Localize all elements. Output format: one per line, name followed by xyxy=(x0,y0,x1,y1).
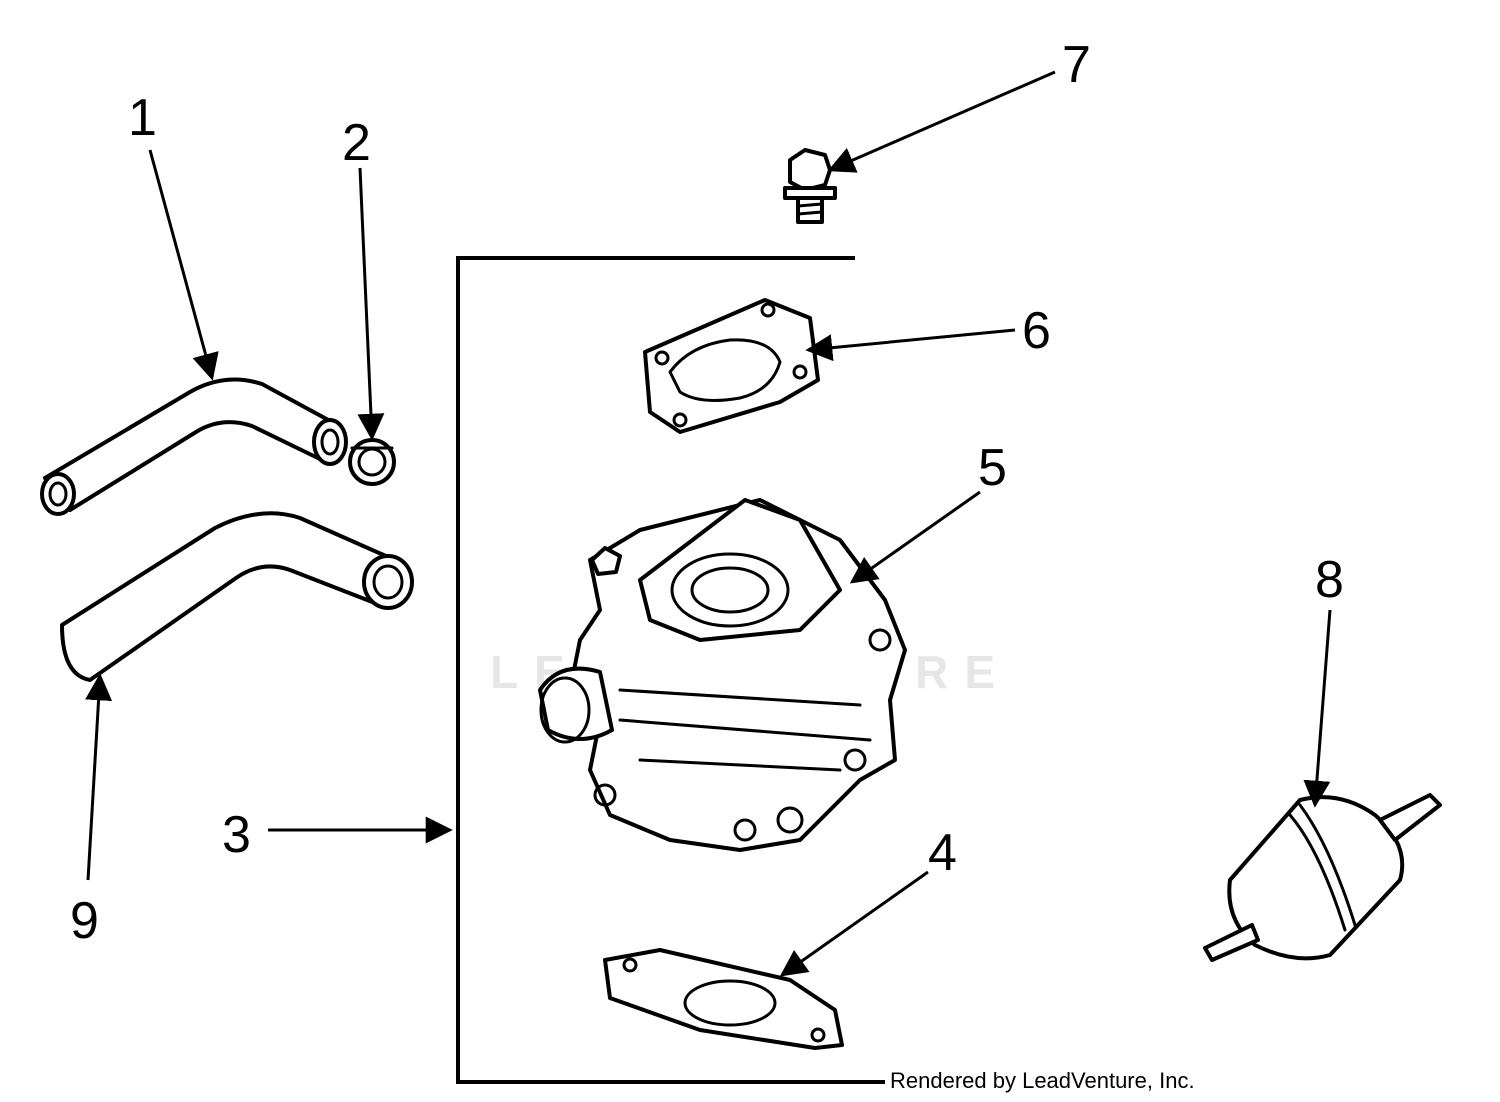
part-2-hose-clamp xyxy=(348,438,396,486)
part-5-carburetor xyxy=(538,498,907,852)
leader-7 xyxy=(827,70,1056,173)
part-4-lower-gasket xyxy=(603,948,844,1050)
leader-1 xyxy=(148,149,219,381)
callout-4: 4 xyxy=(928,824,957,882)
leader-4 xyxy=(779,870,929,977)
callout-2: 2 xyxy=(342,114,371,172)
callout-9: 9 xyxy=(70,892,99,950)
part-1-fuel-hose xyxy=(40,377,348,516)
callout-1: 1 xyxy=(128,89,157,147)
callout-3: 3 xyxy=(222,806,251,864)
render-credit: Rendered by LeadVenture, Inc. xyxy=(890,1068,1195,1093)
callout-7: 7 xyxy=(1062,36,1091,94)
leader-8 xyxy=(1303,609,1332,808)
leader-6 xyxy=(805,328,1016,362)
leader-5 xyxy=(849,490,981,584)
callout-8: 8 xyxy=(1315,551,1344,609)
leader-2 xyxy=(357,167,385,441)
assembly-bracket xyxy=(456,256,885,1084)
part-6-upper-gasket xyxy=(643,298,820,434)
part-8-fuel-filter xyxy=(1203,793,1442,962)
callout-5: 5 xyxy=(978,439,1007,497)
part-9-hose xyxy=(60,511,414,682)
leader-9 xyxy=(85,673,113,881)
callout-6: 6 xyxy=(1022,302,1051,360)
part-7-bolt xyxy=(783,148,837,224)
